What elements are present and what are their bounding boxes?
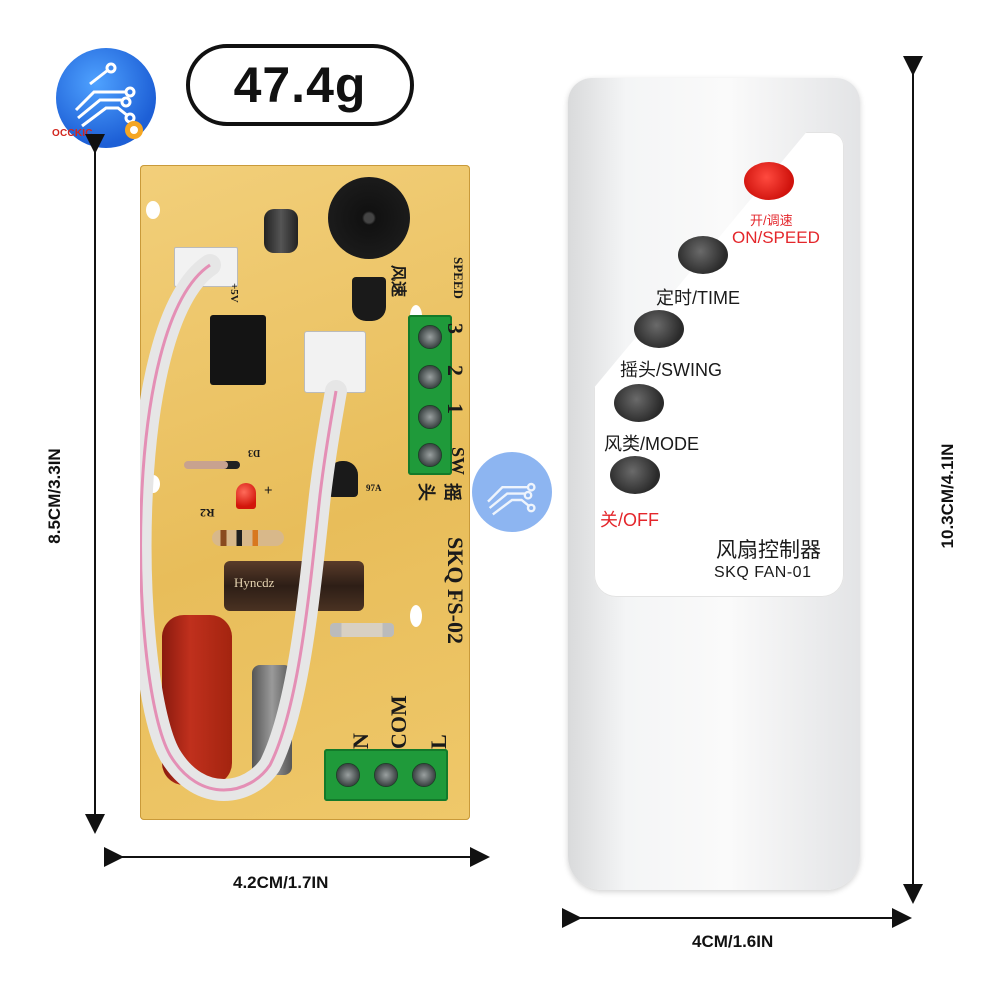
- ic-chip: [210, 315, 266, 385]
- mode-label: 风类/MODE: [604, 430, 699, 456]
- pcb-terminal-com: COM: [386, 695, 411, 749]
- mount-hole: [410, 605, 422, 627]
- watermark-logo: [472, 452, 552, 532]
- remote-height-label: 10.3CM/4.1IN: [938, 443, 957, 549]
- time-label-en: TIME: [697, 288, 741, 308]
- screw: [418, 405, 442, 429]
- pcb-terminal-l: L: [426, 734, 451, 749]
- brand-name: OCCKIC: [52, 128, 93, 139]
- on-speed-label-cn: 开/调速: [750, 213, 793, 228]
- capacitor-small: [264, 209, 298, 253]
- led: [236, 483, 256, 509]
- off-label-en: OFF: [623, 510, 660, 530]
- screw: [374, 763, 398, 787]
- off-label-cn: 关/: [600, 510, 624, 530]
- pcb-pos-3: 3: [443, 323, 468, 334]
- diode: [184, 461, 240, 469]
- circuit-icon: [487, 482, 536, 516]
- pcb-mark-d3: D3: [248, 447, 261, 458]
- mode-label-en: MODE: [645, 434, 700, 454]
- time-button[interactable]: [678, 236, 728, 274]
- time-label-cn: 定时/: [656, 288, 698, 308]
- off-label: 关/OFF: [600, 506, 659, 532]
- circuit-icon: [74, 62, 143, 139]
- pcb-speed-en: SPEED: [451, 257, 466, 299]
- on-speed-label-en: ON/SPEED: [732, 228, 820, 247]
- pcb-terminal-n: N: [348, 733, 373, 749]
- pcb-mark-q7a: 97A: [366, 483, 382, 493]
- screw: [418, 325, 442, 349]
- swing-button[interactable]: [634, 310, 684, 348]
- remote-title: 风扇控制器: [716, 539, 821, 562]
- pcb-width-label: 4.2CM/1.7IN: [233, 873, 329, 892]
- pcb-pos-1: 1: [443, 403, 468, 414]
- screw: [418, 365, 442, 389]
- ir-receiver: [352, 277, 386, 321]
- fuse: [330, 623, 394, 637]
- ribbon-cable: [140, 254, 347, 801]
- pcb-pos-2: 2: [443, 365, 468, 376]
- electrolytic-capacitor: Hyncdz: [224, 561, 364, 611]
- swing-label: 摇头/SWING: [620, 356, 722, 382]
- pcb-sw: SW: [448, 447, 468, 476]
- mode-button[interactable]: [614, 384, 664, 422]
- buzzer: [328, 177, 410, 259]
- screw: [336, 763, 360, 787]
- swing-label-cn: 摇头/: [620, 360, 662, 380]
- screw: [418, 443, 442, 467]
- pcb-speed-cn: 风速: [389, 265, 406, 298]
- pcb-mark-r2: R2: [200, 506, 215, 520]
- pcb-height-label: 8.5CM/3.3IN: [45, 448, 64, 544]
- weight-badge: 47.4g: [186, 44, 414, 126]
- pcb-mark-5v: +5V: [228, 283, 240, 303]
- on-speed-button[interactable]: [744, 162, 794, 200]
- remote-model: SKQ FAN-01: [714, 564, 812, 581]
- time-label: 定时/TIME: [656, 284, 740, 310]
- terminal-block-power: [324, 749, 448, 801]
- resistor: [212, 530, 284, 546]
- remote-width-label: 4CM/1.6IN: [692, 932, 774, 951]
- terminal-block-speed: [408, 315, 452, 475]
- brand-logo: [56, 48, 156, 148]
- pcb-mark-plus: +: [264, 483, 273, 499]
- weight-value: 47.4g: [233, 57, 367, 113]
- capacitor-label: Hyncdz: [234, 575, 275, 590]
- mount-hole: [146, 201, 160, 219]
- swing-label-en: SWING: [661, 360, 723, 380]
- screw: [412, 763, 436, 787]
- off-button[interactable]: [610, 456, 660, 494]
- pcb-swing-cn: 摇头: [416, 483, 462, 501]
- pcb-model: SKQ FS-02: [443, 537, 468, 644]
- pcb-board: Hyncdz 风速 SPEED 3 2 1 SW 摇头 SKQ FS-02 N …: [140, 165, 470, 820]
- mode-label-cn: 风类/: [604, 434, 646, 454]
